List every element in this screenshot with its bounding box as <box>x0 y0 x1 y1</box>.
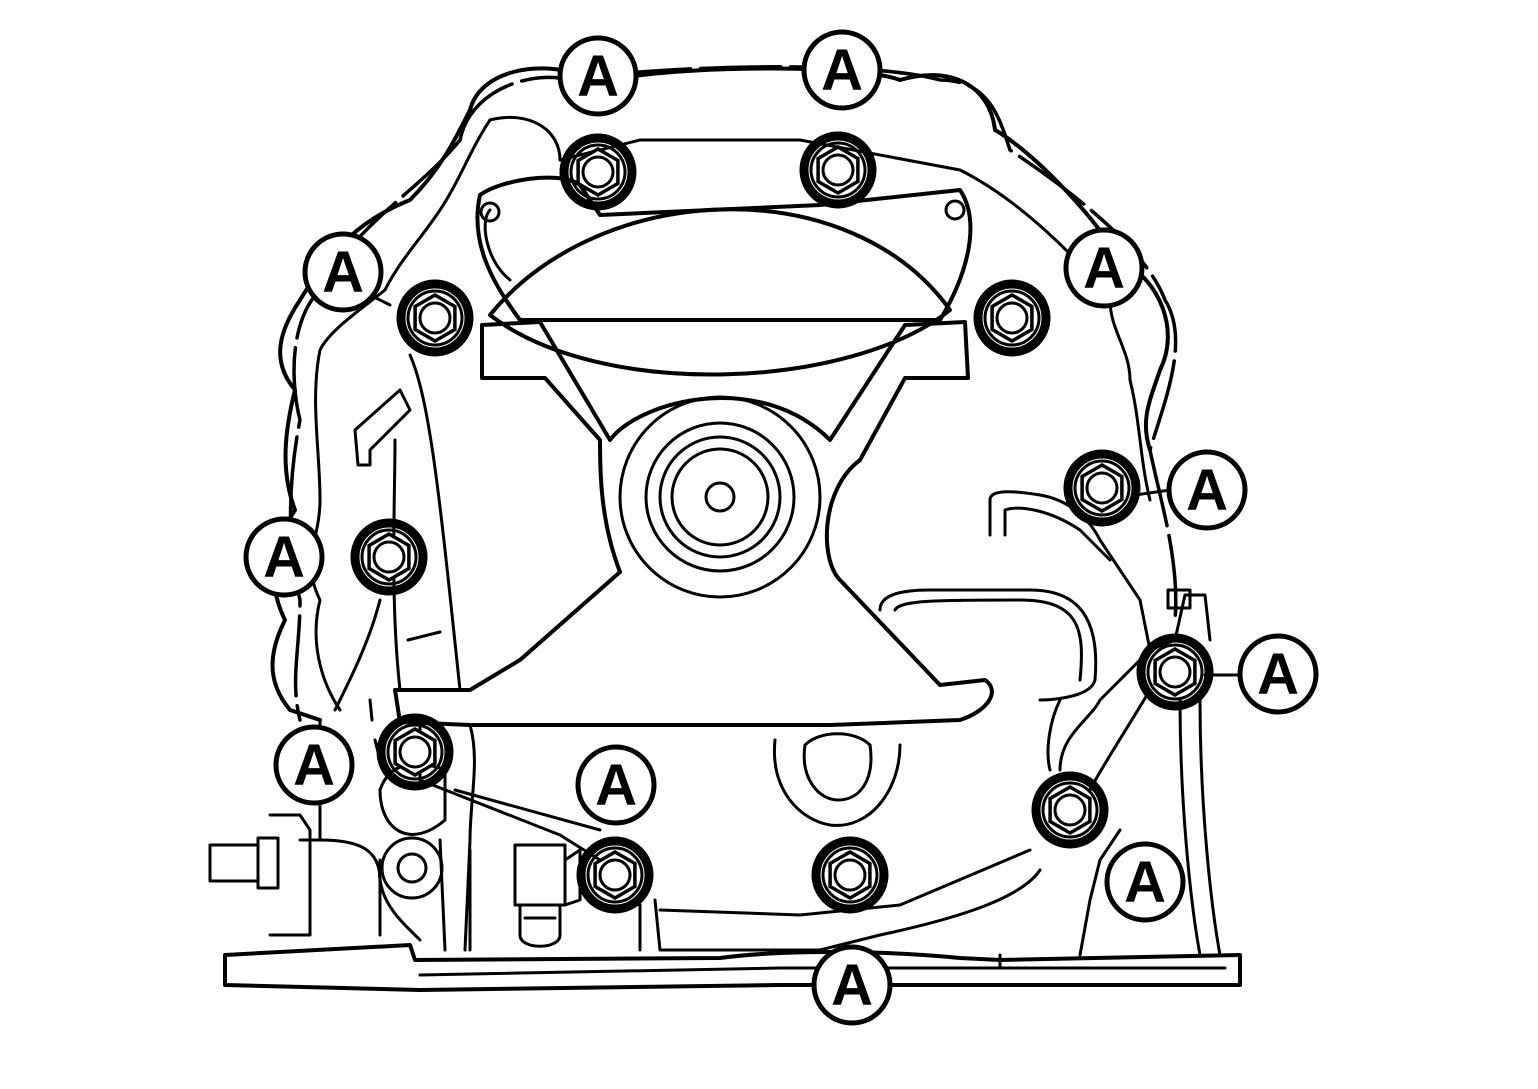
bolt-center <box>418 301 452 335</box>
bolt-4 <box>973 279 1051 357</box>
cover-outline <box>208 65 1242 992</box>
bolt-flange <box>809 141 867 199</box>
callout-a-top-right: A <box>801 29 883 111</box>
callout-a-upper-right: A <box>1063 227 1145 309</box>
bolt-flange <box>1146 643 1204 701</box>
callout-a-lower-right: A <box>1237 633 1319 715</box>
bolt-center <box>372 540 406 574</box>
bolt-2 <box>799 131 877 209</box>
bolt-8 <box>376 713 454 791</box>
callout-label: A <box>263 525 305 590</box>
callout-label: A <box>595 753 637 818</box>
callout-a-upper-left: A <box>302 231 384 313</box>
bolt-3 <box>396 279 474 357</box>
bolt-washer <box>396 279 474 357</box>
callout-a-lower-left: A <box>273 724 355 806</box>
callout-a-mid-left: A <box>243 516 325 598</box>
bolt-flange <box>1073 459 1131 517</box>
bolt-9 <box>1031 771 1109 849</box>
bolt-center <box>598 858 632 892</box>
bolt-washer <box>350 518 428 596</box>
bolt-center <box>1085 471 1119 505</box>
bolt-flange <box>406 289 464 347</box>
bolt-washer <box>576 836 654 914</box>
bolt-5 <box>1063 449 1141 527</box>
bolt-1 <box>559 133 637 211</box>
bolt-center <box>398 735 432 769</box>
bolt-washer <box>973 279 1051 357</box>
bolt-group <box>350 131 1214 914</box>
callout-label: A <box>1124 850 1166 915</box>
callout-a-bottom-center: A <box>811 944 893 1026</box>
callout-label: A <box>293 733 335 798</box>
bolt-washer <box>811 836 889 914</box>
bolt-11 <box>811 836 889 914</box>
bolt-washer <box>559 133 637 211</box>
bolt-center <box>833 858 867 892</box>
callout-label: A <box>322 240 364 305</box>
bolt-center <box>1053 793 1087 827</box>
callout-label: A <box>831 953 873 1018</box>
bolt-flange <box>569 143 627 201</box>
bolt-center <box>995 301 1029 335</box>
callout-label: A <box>577 44 619 109</box>
bolt-6 <box>350 518 428 596</box>
bolt-flange <box>821 846 879 904</box>
bolt-flange <box>386 723 444 781</box>
bolt-center <box>1158 655 1192 689</box>
bolt-washer <box>1031 771 1109 849</box>
callout-label: A <box>1083 236 1125 301</box>
bolt-flange <box>586 846 644 904</box>
callout-label: A <box>1257 642 1299 707</box>
bolt-washer <box>799 131 877 209</box>
bolt-10 <box>576 836 654 914</box>
bolt-flange <box>360 528 418 586</box>
bolt-center <box>821 153 855 187</box>
callout-label: A <box>821 38 863 103</box>
callout-a-bottom-right: A <box>1104 841 1186 923</box>
bolt-flange <box>1041 781 1099 839</box>
callout-a-mid-right: A <box>1166 449 1248 531</box>
bolt-flange <box>983 289 1041 347</box>
bolt-washer <box>1136 633 1214 711</box>
callout-a-top-left: A <box>557 35 639 117</box>
bolt-center <box>581 155 615 189</box>
callout-group: A A A A A A A A <box>243 29 1319 1026</box>
bolt-7 <box>1136 633 1214 711</box>
callout-a-bottom-center-left: A <box>575 744 657 826</box>
bolt-washer <box>376 713 454 791</box>
bolt-washer <box>1063 449 1141 527</box>
callout-label: A <box>1186 458 1228 523</box>
